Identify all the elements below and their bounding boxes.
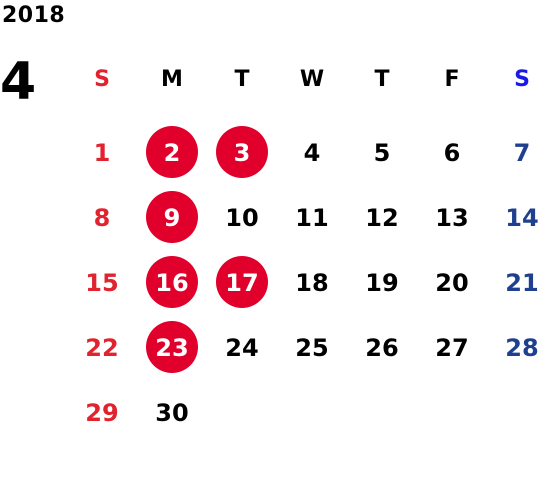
day-number: 13 [435,203,469,232]
day-number: 21 [505,268,539,297]
holiday-circle [216,256,268,308]
day-number: 5 [373,138,391,167]
day-number: 26 [365,333,399,362]
day-cell-7: 7 [487,120,548,185]
day-number: 25 [295,333,329,362]
day-cell-15: 15 [67,250,137,315]
day-cell-24: 24 [207,315,277,380]
day-number: 24 [225,333,259,362]
holiday-circle [146,191,198,243]
weekday-wed: W [299,67,325,92]
holiday-circle [146,256,198,308]
day-number: 19 [365,268,399,297]
holiday-circle [216,126,268,178]
weekday-sat: S [514,67,530,92]
day-number: 9 [163,203,181,232]
weekday-sun: S [94,67,110,92]
day-number: 17 [225,268,259,297]
day-cell-1: 1 [67,120,137,185]
day-cell-23: 23 [137,315,207,380]
day-cell-21: 21 [487,250,548,315]
weekday-tue: T [234,67,250,92]
day-cell-9: 9 [137,185,207,250]
day-cell-2: 2 [137,120,207,185]
day-number: 15 [85,268,119,297]
day-cell-16: 16 [137,250,207,315]
day-number: 18 [295,268,329,297]
day-cell-18: 18 [277,250,347,315]
day-cell-19: 19 [347,250,417,315]
day-number: 2 [163,138,181,167]
day-cell-6: 6 [417,120,487,185]
day-cell-28: 28 [487,315,548,380]
day-number: 6 [443,138,461,167]
day-cell-12: 12 [347,185,417,250]
weekday-fri: F [444,67,460,92]
year-label: 2018 [2,3,66,28]
day-cell-27: 27 [417,315,487,380]
day-number: 22 [85,333,119,362]
day-cell-14: 14 [487,185,548,250]
weekday-mon: M [161,67,183,92]
holiday-circle [146,321,198,373]
day-cell-3: 3 [207,120,277,185]
weekday-header-row: S M T W T F S [67,60,548,100]
day-number: 16 [155,268,189,297]
day-number: 3 [233,138,251,167]
day-number: 28 [505,333,539,362]
day-number: 30 [155,398,189,427]
day-number: 7 [513,138,531,167]
day-cell-8: 8 [67,185,137,250]
day-cell-26: 26 [347,315,417,380]
day-number: 4 [303,138,321,167]
day-number: 1 [93,138,111,167]
day-cell-22: 22 [67,315,137,380]
day-cell-20: 20 [417,250,487,315]
day-cell-11: 11 [277,185,347,250]
day-cell-29: 29 [67,380,137,445]
day-number: 27 [435,333,469,362]
day-cell-5: 5 [347,120,417,185]
day-cell-4: 4 [277,120,347,185]
day-number: 23 [155,333,189,362]
day-number: 8 [93,203,111,232]
day-number: 20 [435,268,469,297]
day-cell-10: 10 [207,185,277,250]
month-label: 4 [0,52,37,112]
weekday-thu: T [374,67,390,92]
day-number: 14 [505,203,539,232]
day-number: 11 [295,203,329,232]
day-cell-25: 25 [277,315,347,380]
day-cell-17: 17 [207,250,277,315]
day-number: 12 [365,203,399,232]
day-cell-13: 13 [417,185,487,250]
holiday-circle [146,126,198,178]
day-number: 29 [85,398,119,427]
day-number: 10 [225,203,259,232]
day-cell-30: 30 [137,380,207,445]
